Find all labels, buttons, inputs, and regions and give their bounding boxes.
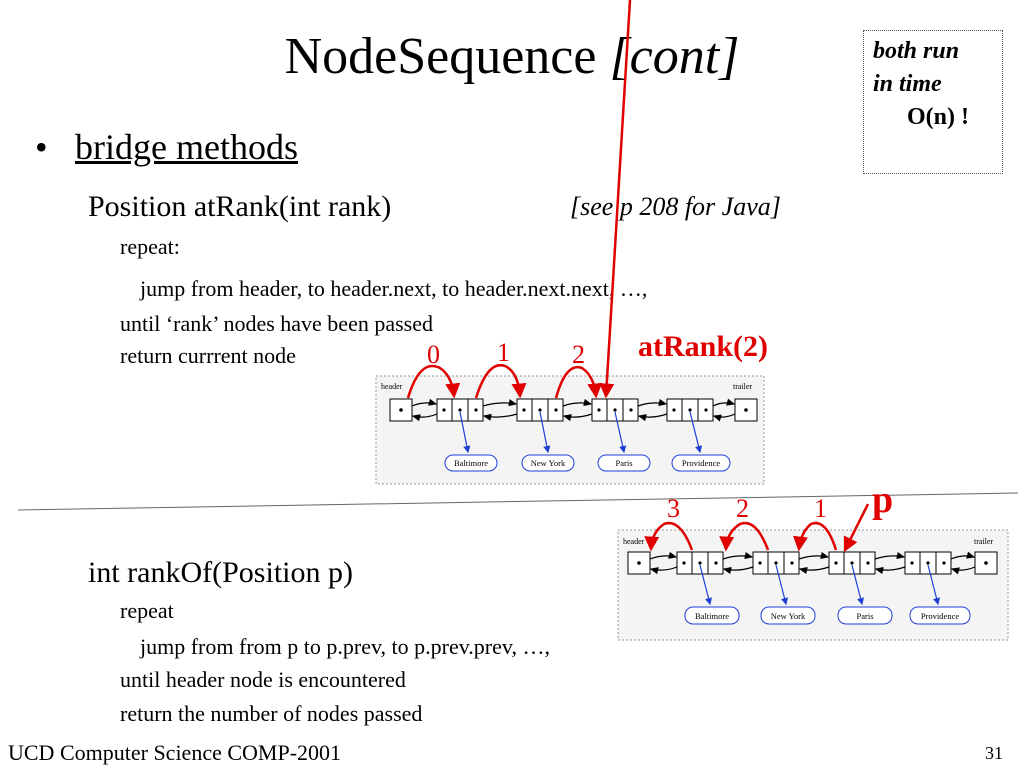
atrank-line-4: return currrent node — [120, 343, 296, 368]
atrank-line-2: jump from header, to header.next, to hea… — [140, 276, 648, 301]
jump-arcs — [644, 503, 870, 553]
title-cont: [cont] — [609, 28, 740, 85]
rankof-line-3: until header node is encountered — [120, 667, 406, 692]
note-line-1: both run — [873, 38, 960, 64]
city-label: Paris — [857, 611, 874, 621]
link-arrows — [411, 398, 736, 422]
footer-course: UCD Computer Science COMP-2001 — [8, 740, 342, 765]
list-node — [752, 551, 800, 575]
list-node — [676, 551, 724, 575]
city-element: Paris — [597, 454, 651, 472]
city-label: New York — [771, 611, 806, 621]
page-number: 31 — [985, 743, 1003, 763]
header-node — [627, 551, 651, 575]
complexity-note: both run in time O(n) ! — [863, 30, 1003, 174]
list-node — [904, 551, 952, 575]
rankof-line-1: repeat — [120, 598, 174, 623]
city-label: Paris — [616, 458, 633, 468]
city-label: New York — [531, 458, 566, 468]
city-label: Baltimore — [454, 458, 488, 468]
list-diagram-2: header trailer — [617, 479, 1009, 641]
list-node — [591, 398, 639, 422]
count-label: 1 — [814, 494, 827, 523]
jump-arcs — [406, 0, 632, 399]
list-diagram-1: header trailer — [375, 0, 768, 485]
city-element: Baltimore — [444, 454, 498, 472]
city-element: Providence — [671, 454, 731, 472]
link-arrows — [649, 551, 976, 575]
atrank-line-1: repeat: — [120, 234, 180, 259]
java-reference: [see p 208 for Java] — [570, 192, 781, 221]
trailer-node — [974, 551, 998, 575]
header-caption: header — [381, 382, 403, 391]
city-element: Paris — [837, 606, 893, 625]
atrank-signature: Position atRank(int rank) — [88, 190, 392, 223]
element-pointers — [459, 411, 703, 454]
rankof-signature: int rankOf(Position p) — [88, 556, 353, 589]
atrank-line-3: until ‘rank’ nodes have been passed — [120, 311, 433, 336]
count-label: 1 — [497, 338, 510, 367]
section-divider — [17, 492, 1019, 511]
list-node — [666, 398, 714, 422]
header-caption: header — [623, 537, 645, 546]
rankof-line-4: return the number of nodes passed — [120, 701, 423, 726]
list-node — [436, 398, 484, 422]
city-label: Providence — [921, 611, 959, 621]
note-line-2: in time — [873, 71, 942, 97]
count-label: 2 — [736, 494, 749, 523]
trailer-caption: trailer — [974, 537, 993, 546]
city-label: Providence — [682, 458, 720, 468]
header-node — [389, 398, 413, 422]
trailer-node — [734, 398, 758, 422]
count-label: 0 — [427, 340, 440, 369]
city-element: Baltimore — [684, 606, 740, 625]
city-label: Baltimore — [695, 611, 729, 621]
trailer-caption: trailer — [733, 382, 752, 391]
count-label: 2 — [572, 340, 585, 369]
note-line-3: O(n) ! — [907, 104, 969, 130]
slide-title: NodeSequence [cont] — [0, 22, 1024, 92]
atrank-label: atRank(2) — [638, 330, 768, 363]
rankof-line-2: jump from from p to p.prev, to p.prev.pr… — [140, 634, 550, 659]
city-element: New York — [760, 606, 816, 625]
title-main: NodeSequence — [284, 28, 597, 85]
bullet-icon: • — [35, 127, 48, 167]
element-pointers — [699, 564, 940, 606]
bullet-heading: bridge methods — [75, 127, 298, 167]
city-element: New York — [521, 454, 575, 472]
count-label: 3 — [667, 494, 680, 523]
list-node — [516, 398, 564, 422]
city-element: Providence — [909, 606, 971, 625]
position-p-label: p — [872, 479, 893, 521]
list-node — [828, 551, 876, 575]
